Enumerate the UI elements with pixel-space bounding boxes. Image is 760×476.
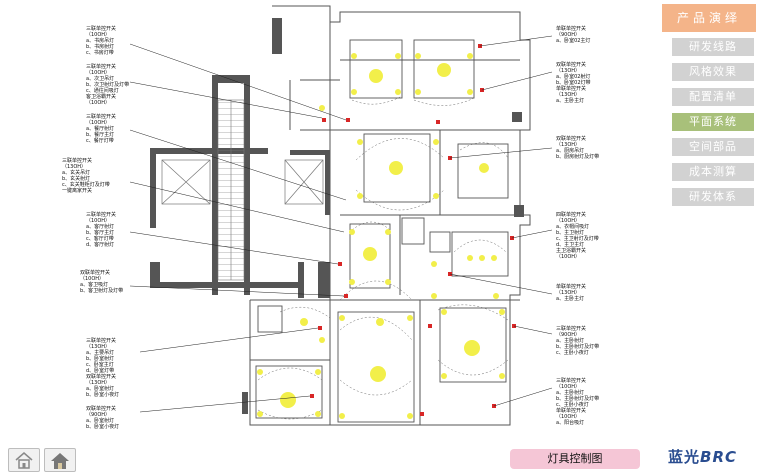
house-button[interactable] <box>44 448 76 472</box>
nav-item-cost[interactable]: 成本测算 <box>672 163 754 181</box>
nav-item-route[interactable]: 研发线路 <box>672 38 754 56</box>
plan-walls <box>249 5 531 426</box>
leader-lines <box>129 35 553 413</box>
circuit-wiring <box>257 95 509 420</box>
nav-item-system[interactable]: 研发体系 <box>672 188 754 206</box>
house-icon <box>51 453 69 469</box>
home-icon <box>15 452 33 469</box>
brand-latin: BRC <box>700 448 738 466</box>
home-button[interactable] <box>8 448 40 472</box>
switch-note-bedroom02: 单联单控开关（90OH） a、卧室02主灯 <box>556 26 591 44</box>
switch-note-master-main: 单联单控开关（13OH） a、主卧主灯 <box>556 284 587 302</box>
nav-item-config[interactable]: 配置清单 <box>672 88 754 106</box>
lighting-control-floor-plan <box>129 5 553 426</box>
nav-item-plan-system[interactable]: 平面系统 <box>672 113 754 131</box>
nav-item-space-parts[interactable]: 空间部品 <box>672 138 754 156</box>
plan-solid-walls <box>150 18 524 414</box>
ceiling-outlines <box>255 39 509 423</box>
drawing-caption: 灯具控制图 <box>510 449 640 469</box>
elevator-shafts <box>161 159 324 205</box>
switch-markers <box>310 44 516 416</box>
nav-item-style[interactable]: 风格效果 <box>672 63 754 81</box>
brand-logo: 蓝光BRC <box>668 446 737 467</box>
light-fixtures <box>257 53 505 419</box>
brand-name: 蓝光 <box>668 448 701 466</box>
nav-title[interactable]: 产品演绎 <box>662 4 756 32</box>
